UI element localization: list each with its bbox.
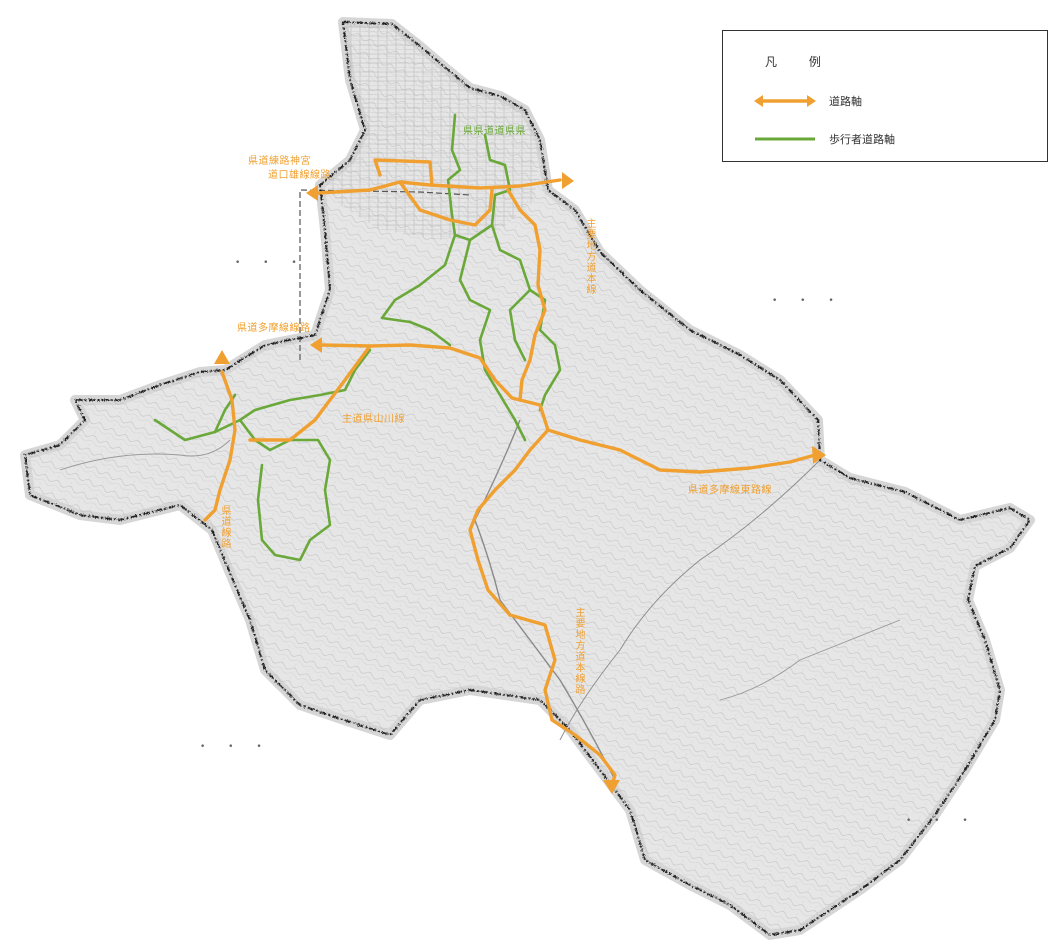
legend-item-pedestrian-axis: 歩行者道路軸 bbox=[753, 131, 895, 147]
region-boundary bbox=[23, 20, 1032, 937]
road-arrowheads bbox=[214, 172, 826, 794]
label-green-north: 県県道道県県 bbox=[463, 126, 526, 137]
pedestrian-route bbox=[238, 348, 372, 422]
road-axis-network bbox=[203, 158, 817, 787]
pedestrian-axis-network bbox=[153, 113, 562, 562]
road-route-central bbox=[248, 344, 372, 442]
dot-marker: • • • bbox=[235, 258, 307, 268]
label-north-upper: 県道練路神宮 bbox=[248, 156, 311, 167]
legend: 凡 例 道路軸 歩行者道路軸 bbox=[722, 30, 1048, 162]
label-west-vertical: 県道線路 bbox=[219, 505, 230, 549]
pedestrian-route bbox=[458, 238, 492, 342]
urban-grid-north bbox=[325, 22, 540, 240]
road-route-center-west bbox=[320, 343, 550, 432]
region-body bbox=[25, 22, 1030, 935]
river bbox=[719, 619, 901, 701]
river bbox=[559, 459, 821, 741]
line-icon bbox=[755, 137, 815, 141]
river bbox=[59, 439, 231, 471]
double-arrow-icon bbox=[754, 95, 816, 107]
arrowhead-east bbox=[812, 446, 826, 464]
label-east-route: 県道多摩線東路線 bbox=[688, 485, 772, 496]
road-route-west-vertical bbox=[203, 370, 237, 522]
road-route-south bbox=[468, 428, 617, 787]
pedestrian-route bbox=[380, 233, 457, 347]
label-center-west: 県道多摩線線路 bbox=[237, 323, 311, 334]
pedestrian-route bbox=[153, 418, 242, 442]
road-route-north bbox=[316, 178, 562, 195]
arrowhead-south bbox=[603, 780, 620, 794]
pedestrian-route bbox=[528, 288, 562, 412]
river bbox=[474, 419, 616, 781]
legend-label: 歩行者道路軸 bbox=[829, 133, 895, 146]
label-east-vertical: 主要地方道本線 bbox=[584, 218, 595, 295]
legend-title: 凡 例 bbox=[765, 55, 835, 69]
label-south-vertical: 主要地方道本線路 bbox=[573, 607, 584, 695]
pedestrian-route bbox=[238, 418, 332, 562]
dot-marker: • • • bbox=[772, 296, 844, 306]
dot-marker: • • • bbox=[200, 742, 272, 752]
arrowhead-north-west bbox=[306, 185, 318, 201]
arrowhead-north-east bbox=[562, 172, 574, 189]
legend-item-road-axis: 道路軸 bbox=[753, 93, 862, 109]
legend-label: 道路軸 bbox=[829, 95, 862, 108]
arrowhead-west bbox=[310, 337, 322, 353]
dot-marker: • • • bbox=[906, 816, 978, 826]
label-central: 主道県山川線 bbox=[342, 414, 405, 425]
arrowhead-west-vertical bbox=[214, 350, 230, 364]
label-north-lower: 道口雄線線路 bbox=[268, 170, 331, 181]
road-route-east bbox=[546, 428, 817, 474]
road-route-east-vertical bbox=[506, 188, 547, 402]
road-route-north-loop bbox=[373, 158, 494, 227]
